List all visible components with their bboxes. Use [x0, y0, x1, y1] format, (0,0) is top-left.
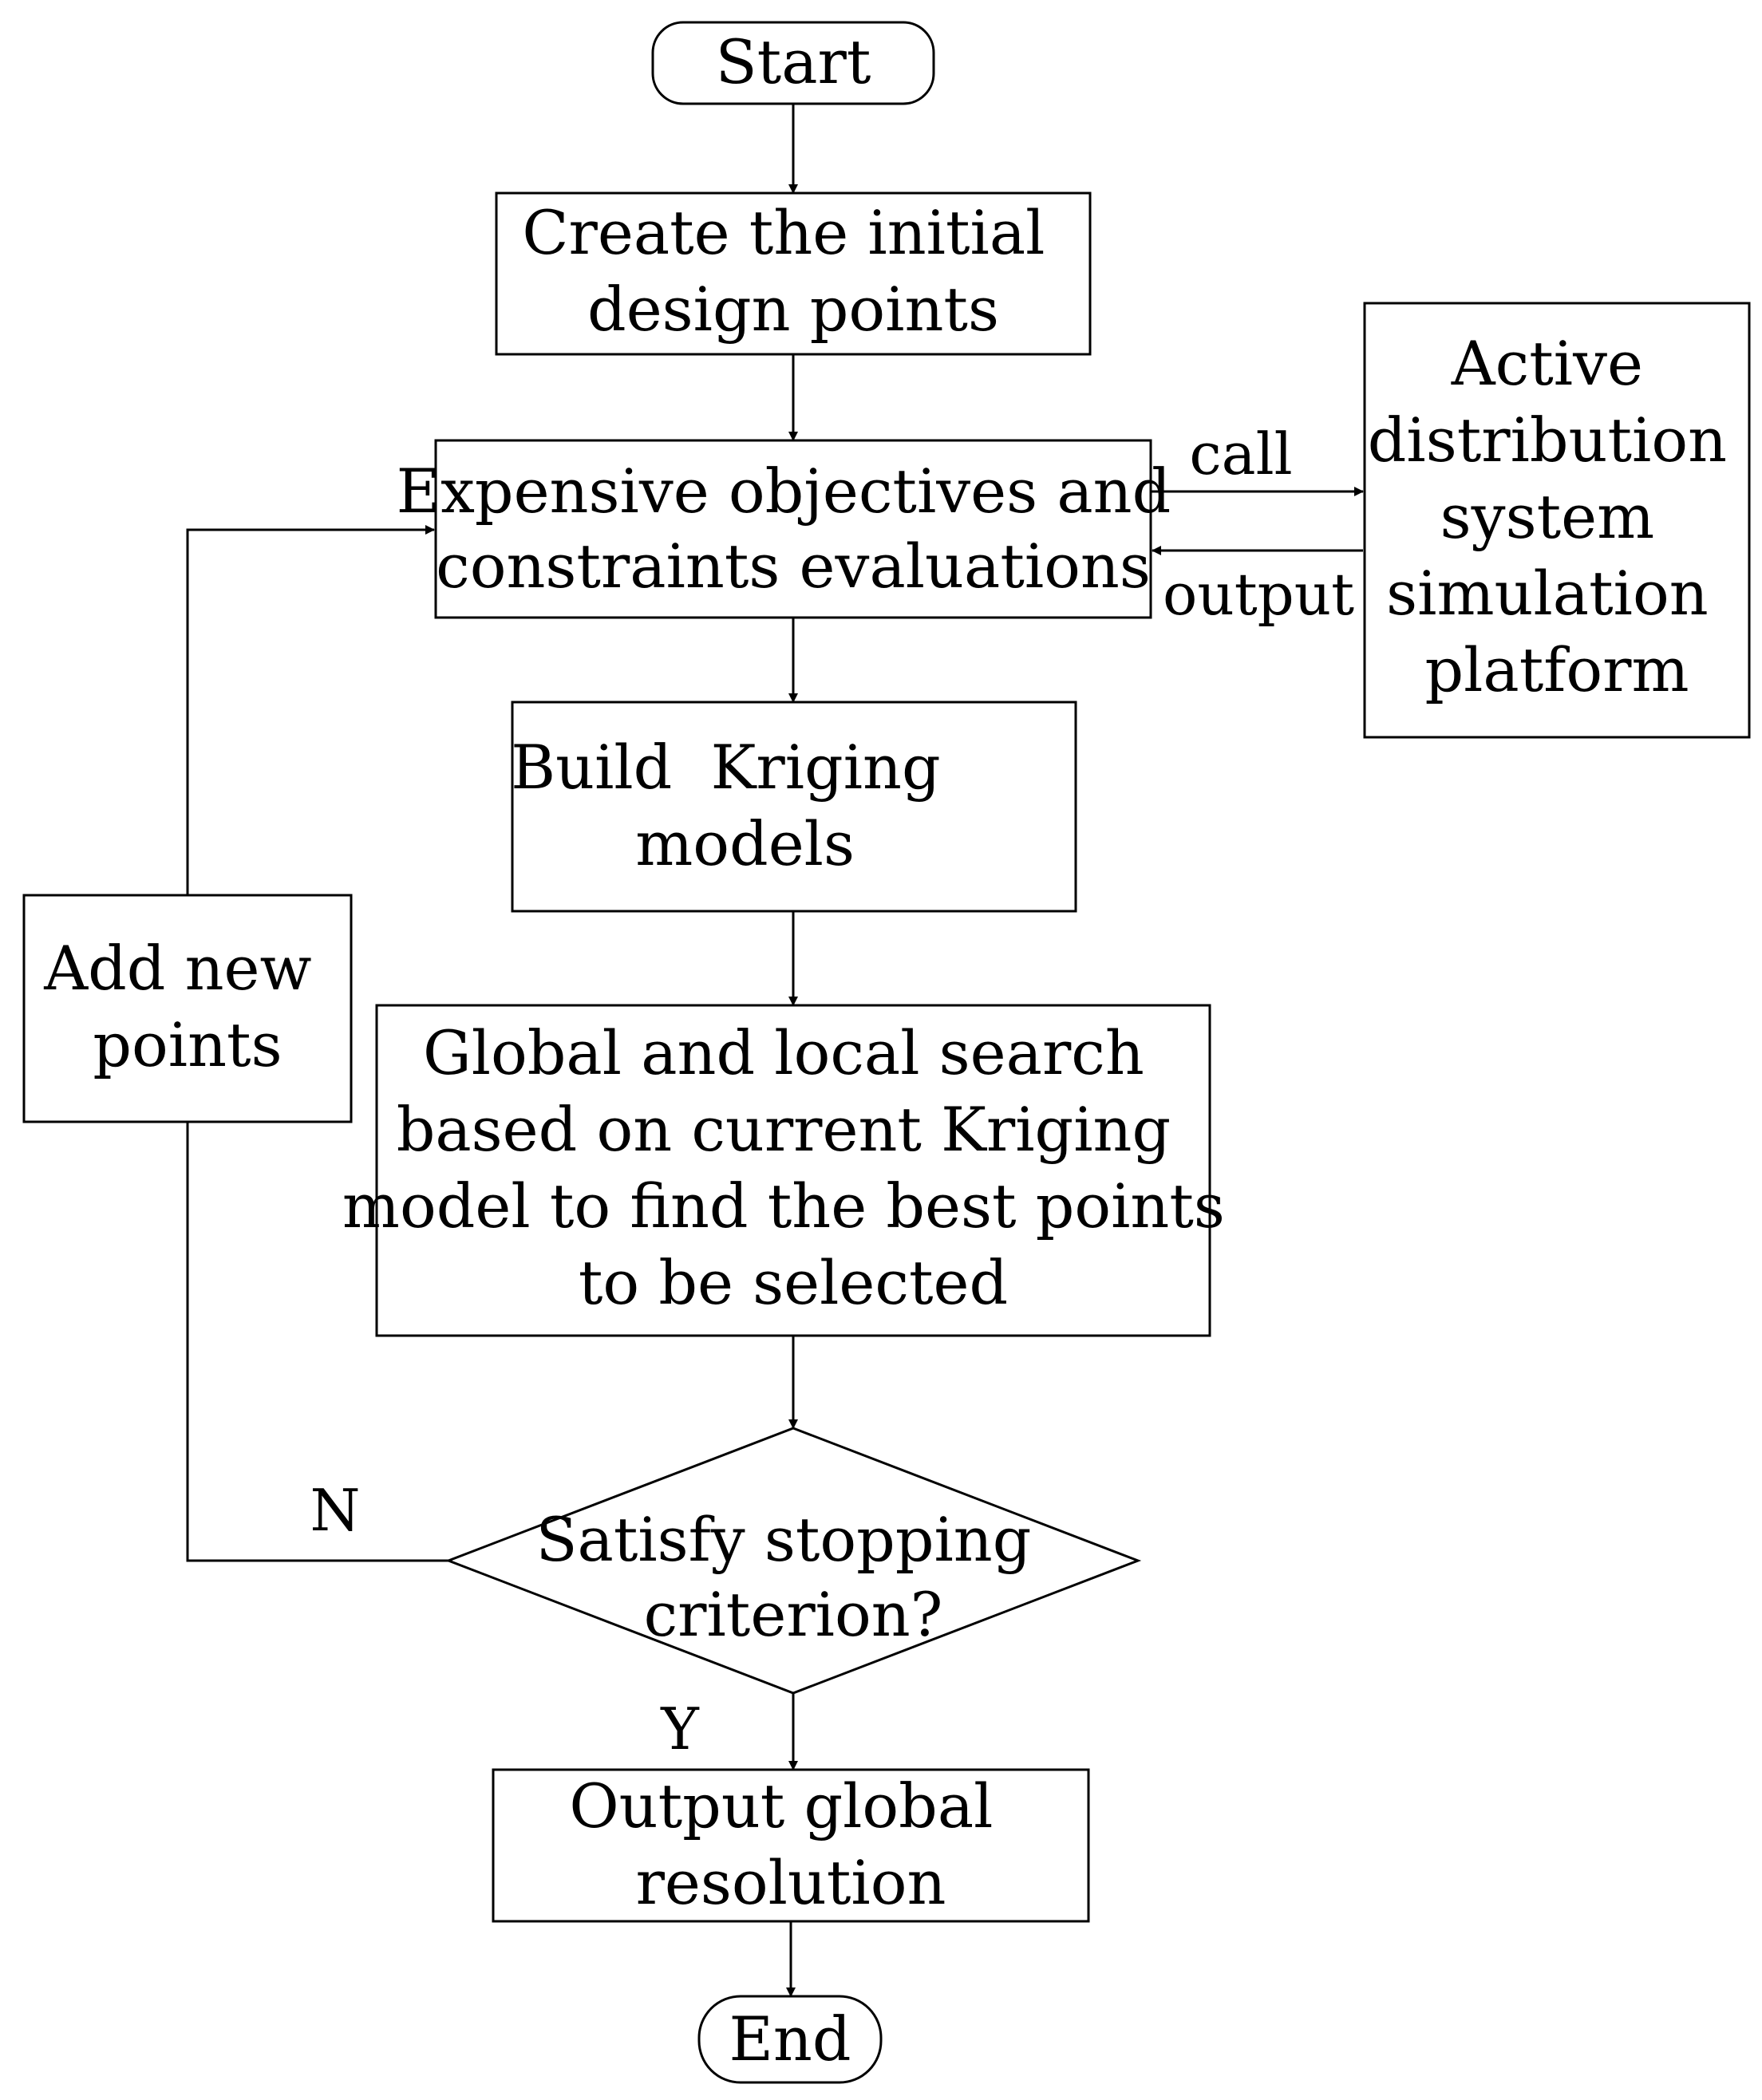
end-node: End [697, 1995, 883, 2084]
simulation-platform-line-3: system [1440, 481, 1655, 552]
stopping-criterion-decision: Satisfy stopping criterion? [444, 1427, 1142, 1695]
edge-label-no: N [310, 1477, 361, 1544]
svg-text:Start: Start [716, 26, 871, 97]
end-label: End [729, 2003, 851, 2074]
global-local-search-line-2: based on current Kriging [397, 1094, 1171, 1165]
output-resolution-line-2: resolution [636, 1847, 946, 1918]
start-label: Start [716, 26, 871, 97]
build-kriging-line-2: models [635, 808, 855, 879]
global-local-search-node: Global and local search based on current… [342, 1004, 1244, 1337]
create-design-points-line-1: Create the initial [522, 197, 1045, 268]
simulation-platform-line-4: simulation [1386, 558, 1709, 629]
simulation-platform-node: Active distribution system simulation pl… [1363, 302, 1751, 739]
add-new-points-node: Add new points [22, 894, 353, 1123]
simulation-platform-box [1363, 302, 1751, 739]
svg-text:Satisfy stopping criteri: Satisfy stopping criterion? [535, 1504, 1050, 1650]
simulation-platform-line-5: platform [1424, 634, 1689, 705]
arrow-addnew-to-expensive [186, 525, 435, 895]
add-new-points-line-2: points [93, 1009, 282, 1080]
build-kriging-node: Build Kriging models [0, 0, 1077, 913]
global-local-search-line-4: to be selected [579, 1247, 1008, 1318]
svg-text:Global and local search: Global and local search based on current… [342, 1017, 1244, 1318]
edge-label-yes: Y [660, 1695, 700, 1762]
global-local-search-box [375, 1004, 1211, 1337]
global-local-search-line-3: model to find the best points [342, 1170, 1225, 1241]
add-new-points-box [22, 894, 353, 1123]
svg-text:Output global resolution: Output global resolution [569, 1770, 1012, 1918]
stopping-criterion-line-2: criterion? [644, 1579, 943, 1650]
output-resolution-box [492, 1768, 1090, 1923]
create-design-points-node: Create the initial design points [495, 191, 1092, 356]
edge-label-output: output [1163, 561, 1354, 628]
global-local-search-line-1: Global and local search [423, 1017, 1144, 1088]
edge-label-call: call [1189, 420, 1292, 488]
expensive-evaluations-line-1: Expensive objectives and [397, 456, 1171, 527]
svg-text:Build Kriging models: Build Kriging models [0, 0, 1076, 879]
expensive-evaluations-node: Expensive objectives and constraints eva… [397, 439, 1191, 619]
simulation-platform-line-2: distribution [1368, 405, 1727, 476]
build-kriging-line-1: Build Kriging [511, 732, 940, 803]
svg-text:Active distribution: Active distribution system simulation pl… [1368, 328, 1746, 705]
expensive-evaluations-line-2: constraints evaluations [436, 531, 1151, 602]
create-design-points-box [495, 191, 1092, 356]
svg-text:End: End [729, 2003, 851, 2074]
create-design-points-line-2: design points [587, 274, 999, 345]
output-resolution-node: Output global resolution [492, 1768, 1090, 1923]
svg-text:Add new points: Add new points [43, 933, 331, 1080]
svg-text:Create the initial desig: Create the initial design points [522, 197, 1064, 345]
line-decision-no-to-addnew [186, 1122, 448, 1562]
stopping-criterion-line-1: Satisfy stopping [535, 1504, 1031, 1575]
simulation-platform-line-1: Active [1451, 328, 1643, 399]
output-resolution-line-1: Output global [569, 1770, 993, 1841]
add-new-points-line-1: Add new [43, 933, 311, 1004]
start-node: Start [651, 21, 935, 105]
svg-text:Expensive objectives and: Expensive objectives and constraints eva… [397, 456, 1191, 602]
